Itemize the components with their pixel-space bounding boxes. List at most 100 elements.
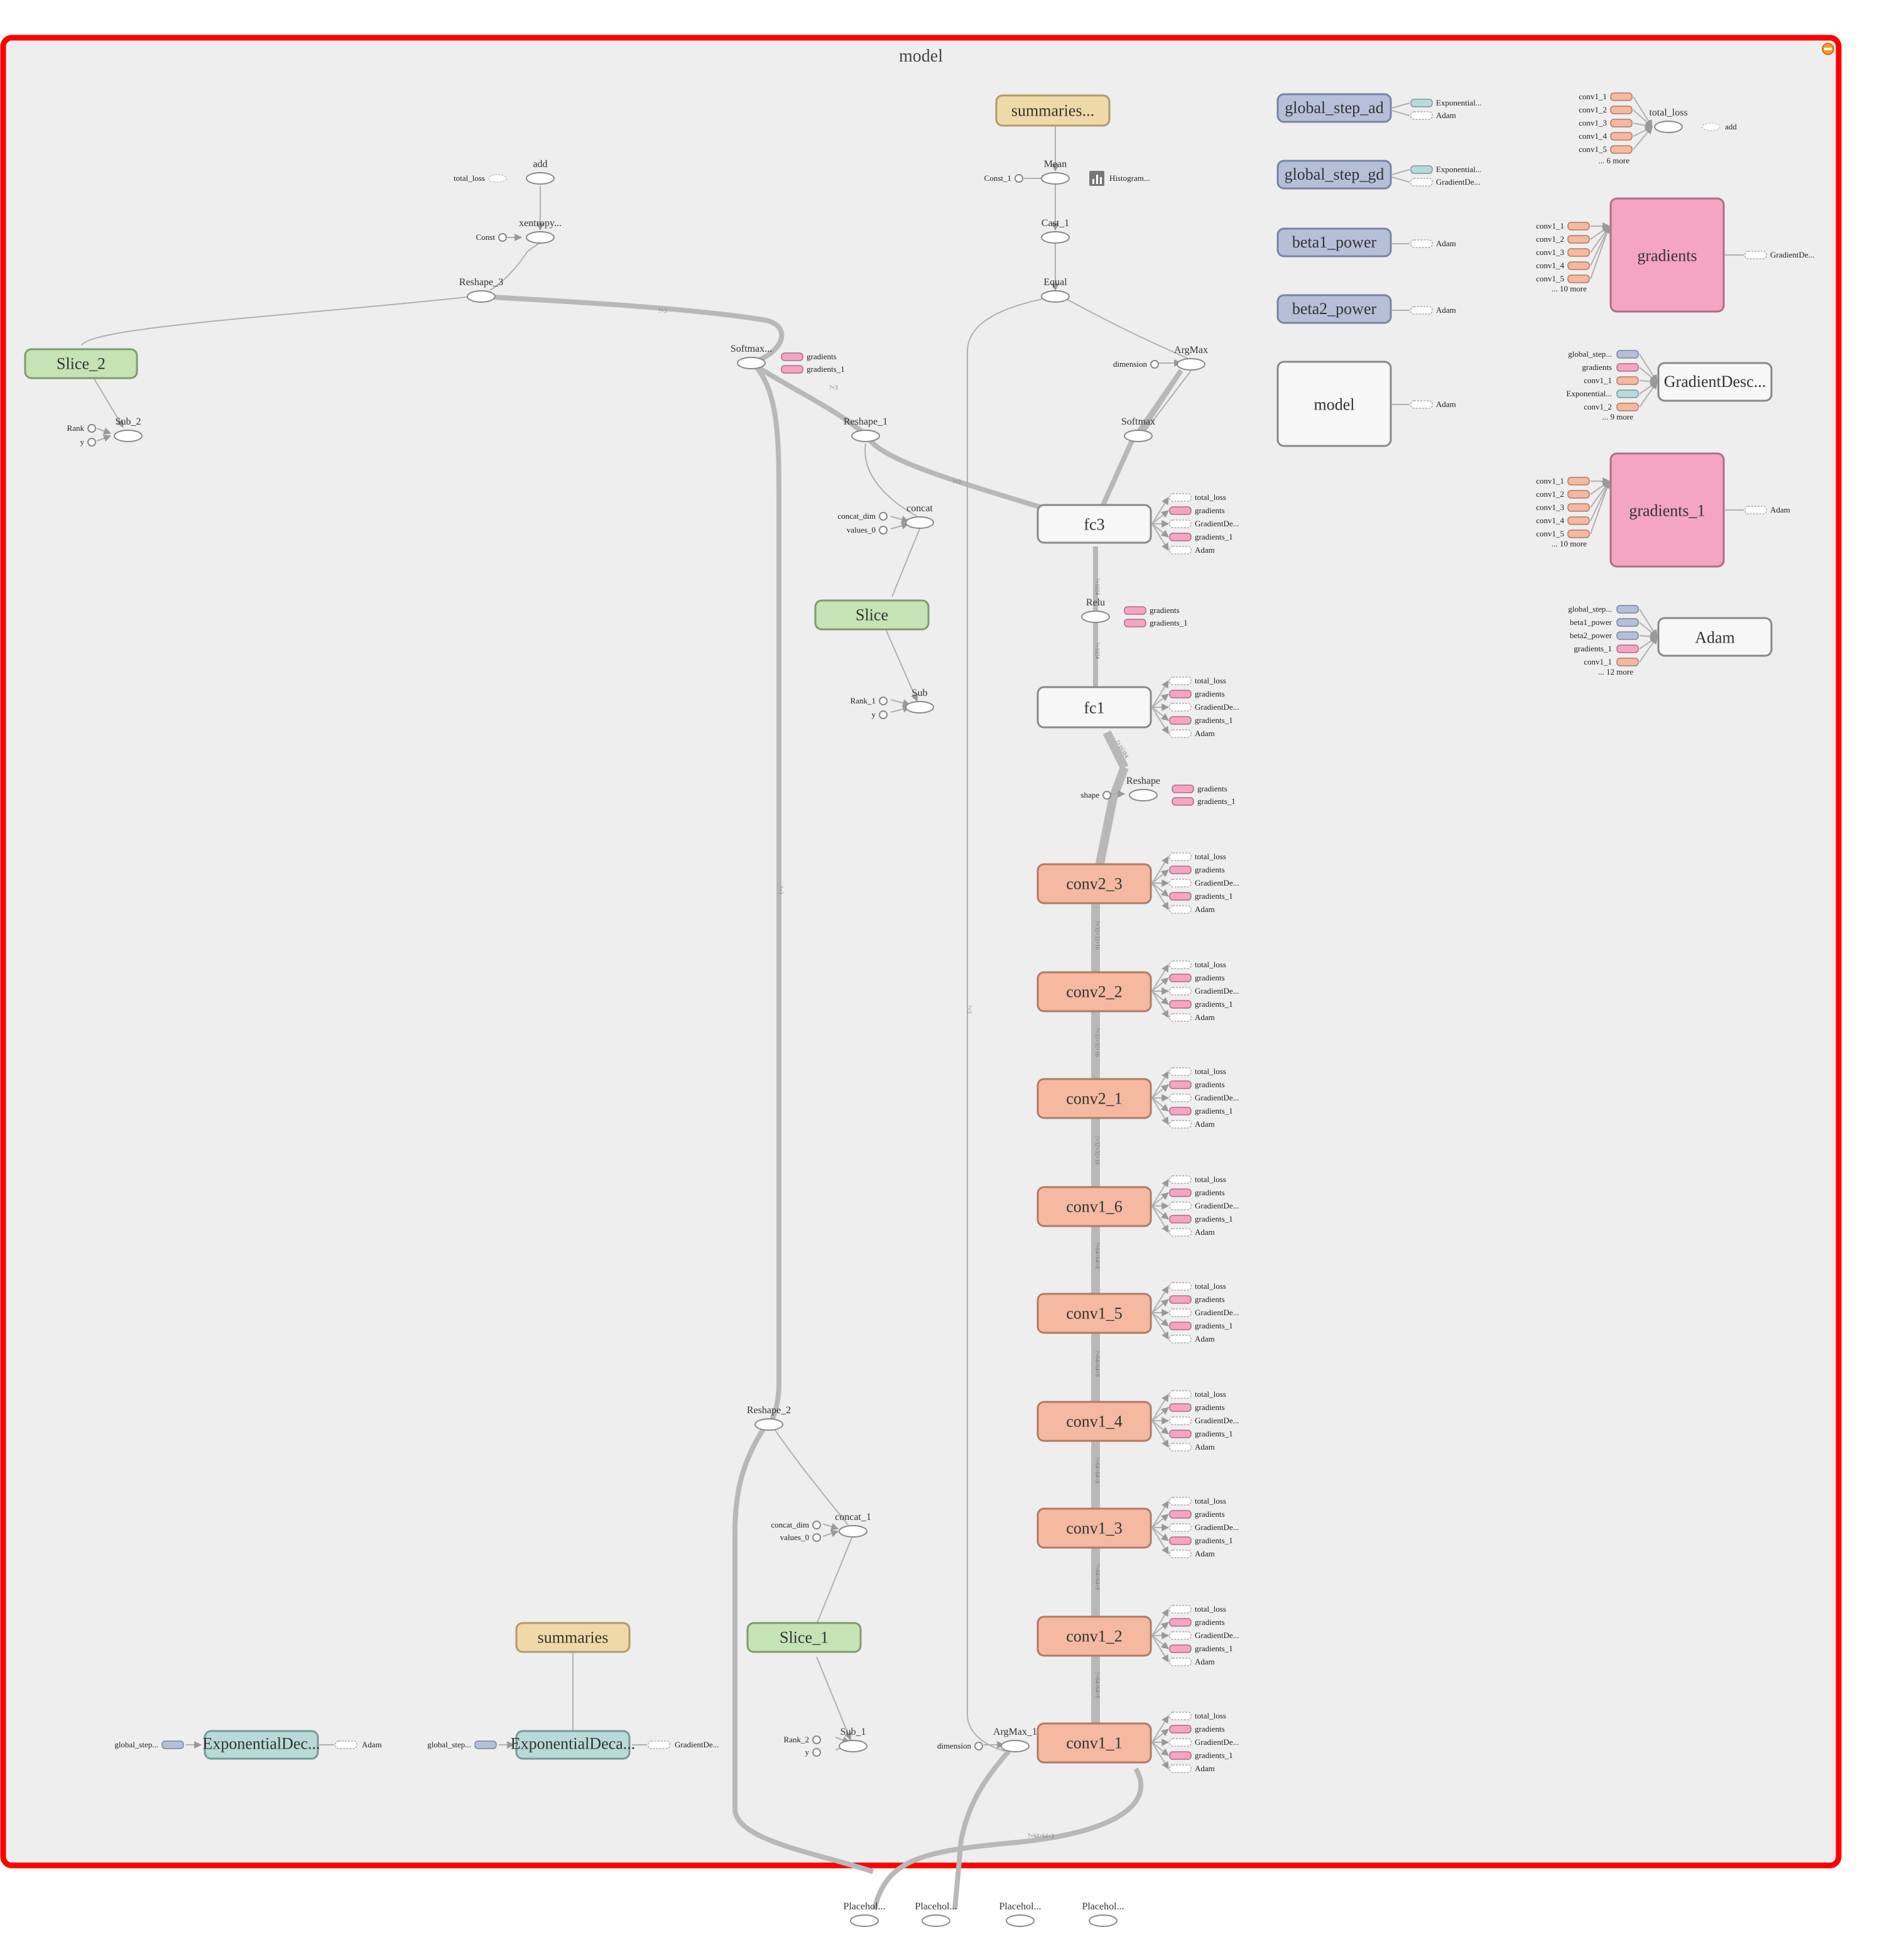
ref-stub[interactable] — [1169, 1000, 1192, 1009]
placeholder-1[interactable] — [850, 1914, 879, 1927]
ref-stub[interactable] — [1169, 703, 1192, 712]
ref-stub[interactable] — [1616, 631, 1639, 640]
mean-node[interactable] — [1041, 172, 1070, 185]
dimension-node[interactable] — [1150, 360, 1159, 369]
rank-2-node[interactable] — [812, 1735, 821, 1744]
conv1-6-box[interactable]: conv1_6 — [1036, 1186, 1152, 1227]
concat-dim-node-2[interactable] — [812, 1521, 821, 1529]
rank-node[interactable] — [87, 424, 96, 433]
ref-stub[interactable] — [1616, 350, 1639, 359]
gradients-big-box-shape[interactable] — [1609, 197, 1725, 313]
conv1-2-box[interactable]: conv1_2 — [1036, 1615, 1152, 1657]
ref-stub[interactable] — [1616, 605, 1639, 614]
fc1-box-shape[interactable] — [1036, 686, 1152, 729]
ref-stub[interactable] — [1169, 533, 1192, 541]
softmax-left-node[interactable] — [737, 357, 766, 369]
ref-stub[interactable] — [1616, 389, 1639, 398]
global-step-ad-box-shape[interactable] — [1276, 93, 1392, 123]
ref-stub[interactable] — [1610, 119, 1633, 128]
ref-stub[interactable] — [1410, 306, 1433, 315]
ref-stub[interactable] — [1169, 1751, 1192, 1760]
ref-stub[interactable] — [1169, 987, 1192, 996]
conv1-4-box[interactable]: conv1_4 — [1036, 1401, 1152, 1442]
ref-stub[interactable] — [1169, 1403, 1192, 1412]
adam-big-box-shape[interactable] — [1657, 617, 1773, 657]
conv2-3-box-shape[interactable] — [1036, 863, 1152, 904]
ref-stub[interactable] — [1169, 1107, 1192, 1115]
ref-stub[interactable] — [161, 1740, 184, 1749]
slice-2-box-shape[interactable] — [24, 348, 138, 379]
ref-stub[interactable] — [1567, 490, 1590, 499]
ref-stub[interactable] — [1410, 400, 1433, 409]
ref-stub[interactable] — [1169, 1080, 1192, 1089]
y-node[interactable] — [87, 438, 96, 447]
ref-stub[interactable] — [1567, 516, 1590, 525]
exp-dec-1-box[interactable]: ExponentialDec... — [203, 1730, 320, 1760]
ref-stub[interactable] — [1169, 519, 1192, 528]
ref-stub[interactable] — [1169, 852, 1192, 861]
ref-stub[interactable] — [1410, 239, 1433, 248]
ref-stub[interactable] — [1172, 784, 1194, 793]
gradients-1-big-box[interactable]: gradients_1 — [1609, 452, 1725, 568]
ref-stub[interactable] — [1124, 619, 1146, 627]
ref-stub[interactable] — [335, 1740, 357, 1749]
ref-stub[interactable] — [1169, 892, 1192, 901]
dimension-node-2[interactable] — [974, 1742, 983, 1750]
ref-stub[interactable] — [1169, 546, 1192, 555]
summaries-top-box-shape[interactable] — [995, 94, 1111, 127]
conv2-2-box-shape[interactable] — [1036, 971, 1152, 1012]
ref-stub[interactable] — [1169, 1188, 1192, 1197]
ref-stub[interactable] — [1169, 729, 1192, 738]
concat-dim-node[interactable] — [879, 512, 888, 521]
ref-stub[interactable] — [1169, 1497, 1192, 1506]
concat-1-node[interactable] — [839, 1525, 868, 1538]
reshape-1-node[interactable] — [851, 430, 880, 442]
gradients-1-big-box-shape[interactable] — [1609, 452, 1725, 568]
model-box[interactable]: model — [1276, 361, 1392, 447]
ref-stub[interactable] — [648, 1740, 670, 1749]
ref-stub[interactable] — [1169, 1725, 1192, 1734]
ref-stub[interactable] — [1567, 248, 1590, 257]
conv2-2-box[interactable]: conv2_2 — [1036, 971, 1152, 1012]
concat-node[interactable] — [905, 516, 934, 529]
conv1-2-box-shape[interactable] — [1036, 1615, 1152, 1657]
ref-stub[interactable] — [1567, 274, 1590, 283]
ref-stub[interactable] — [1410, 111, 1433, 120]
ref-stub[interactable] — [1169, 1510, 1192, 1519]
conv2-1-box-shape[interactable] — [1036, 1078, 1152, 1119]
ref-stub[interactable] — [1567, 503, 1590, 512]
ref-stub[interactable] — [1169, 493, 1192, 502]
ref-stub[interactable] — [1169, 1712, 1192, 1720]
ref-stub[interactable] — [1169, 1523, 1192, 1532]
add-ref[interactable] — [1702, 122, 1721, 131]
ref-stub[interactable] — [1169, 1202, 1192, 1210]
ref-stub[interactable] — [1616, 644, 1639, 653]
ref-stub[interactable] — [1567, 235, 1590, 244]
fc1-box[interactable]: fc1 — [1036, 686, 1152, 729]
ref-stub[interactable] — [474, 1740, 497, 1749]
gradient-desc-box-shape[interactable] — [1657, 362, 1773, 402]
ref-stub[interactable] — [1169, 676, 1192, 685]
ref-stub[interactable] — [1169, 1308, 1192, 1317]
ref-stub[interactable] — [1567, 529, 1590, 538]
slice-box[interactable]: Slice — [814, 599, 930, 631]
placeholder-3[interactable] — [1006, 1914, 1035, 1927]
ref-stub[interactable] — [1169, 1067, 1192, 1076]
values-0-node-2[interactable] — [812, 1533, 821, 1542]
global-step-ad-box[interactable]: global_step_ad — [1276, 93, 1392, 123]
ref-stub[interactable] — [1610, 106, 1633, 114]
ref-stub[interactable] — [1169, 974, 1192, 982]
conv1-5-box-shape[interactable] — [1036, 1293, 1152, 1334]
relu-node[interactable] — [1081, 611, 1110, 623]
equal-node[interactable] — [1041, 290, 1070, 303]
conv1-4-box-shape[interactable] — [1036, 1401, 1152, 1442]
ref-stub[interactable] — [1616, 658, 1639, 666]
ref-stub[interactable] — [1567, 222, 1590, 231]
conv1-3-box-shape[interactable] — [1036, 1507, 1152, 1549]
ref-stub[interactable] — [1616, 376, 1639, 385]
ref-stub[interactable] — [1169, 879, 1192, 887]
placeholder-4[interactable] — [1089, 1914, 1118, 1927]
ref-stub[interactable] — [1169, 1764, 1192, 1773]
ref-stub[interactable] — [1169, 716, 1192, 725]
softmax-right-node[interactable] — [1124, 430, 1153, 442]
